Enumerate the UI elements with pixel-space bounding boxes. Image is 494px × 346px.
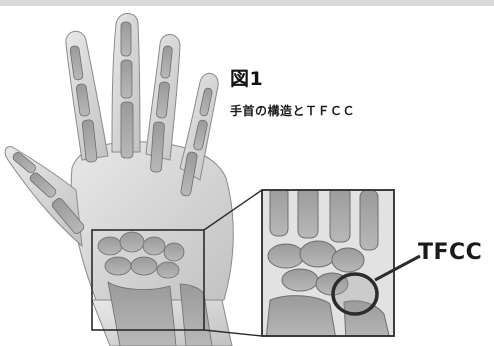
- tfcc-callout-label: TFCC: [418, 240, 482, 265]
- figure-title: 図1: [230, 64, 263, 91]
- figure-caption: 手首の構造とＴＦＣＣ: [230, 102, 355, 119]
- tfcc-marker-ring: [333, 274, 377, 314]
- top-texture-strip: [0, 0, 494, 6]
- zoom-inset: [262, 186, 394, 340]
